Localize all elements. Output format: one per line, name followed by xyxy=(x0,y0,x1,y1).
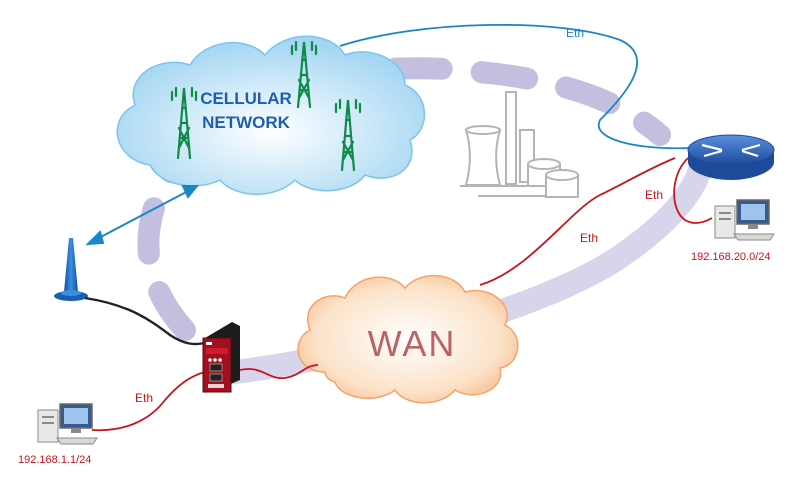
eth-label-right: Eth xyxy=(645,188,663,202)
power-plant-icon xyxy=(460,91,579,198)
cellular-network-cloud xyxy=(116,35,426,195)
cell-tower-icon xyxy=(334,98,362,172)
antenna-icon xyxy=(54,238,88,301)
wan-cloud xyxy=(297,274,519,404)
eth-link-wan-router xyxy=(479,157,676,286)
eth-label-middle: Eth xyxy=(580,231,598,245)
cellular-link-arrow xyxy=(85,185,200,246)
cellular-label-line1: CELLULAR xyxy=(200,89,292,108)
eth-link-wan-modem xyxy=(239,364,319,379)
cellular-label-line2: NETWORK xyxy=(202,113,291,132)
eth-label-left: Eth xyxy=(135,391,153,405)
industrial-router-icon xyxy=(202,322,240,393)
left-subnet-label: 192.168.1.1/24 xyxy=(18,454,91,466)
cell-tower-icon xyxy=(170,86,198,160)
antenna-cable xyxy=(84,296,206,346)
eth-link-modem-lan xyxy=(91,371,206,432)
cell-tower-icon xyxy=(290,40,318,109)
router-icon xyxy=(687,134,775,180)
eth-link-cellular-router xyxy=(339,23,689,150)
eth-label-top: Eth xyxy=(566,26,584,40)
workstation-icon xyxy=(714,199,775,241)
right-subnet-label: 192.168.20.0/24 xyxy=(691,251,771,263)
workstation-icon xyxy=(37,403,98,445)
wan-label: WAN xyxy=(368,323,457,364)
eth-link-router-lan xyxy=(673,157,713,224)
